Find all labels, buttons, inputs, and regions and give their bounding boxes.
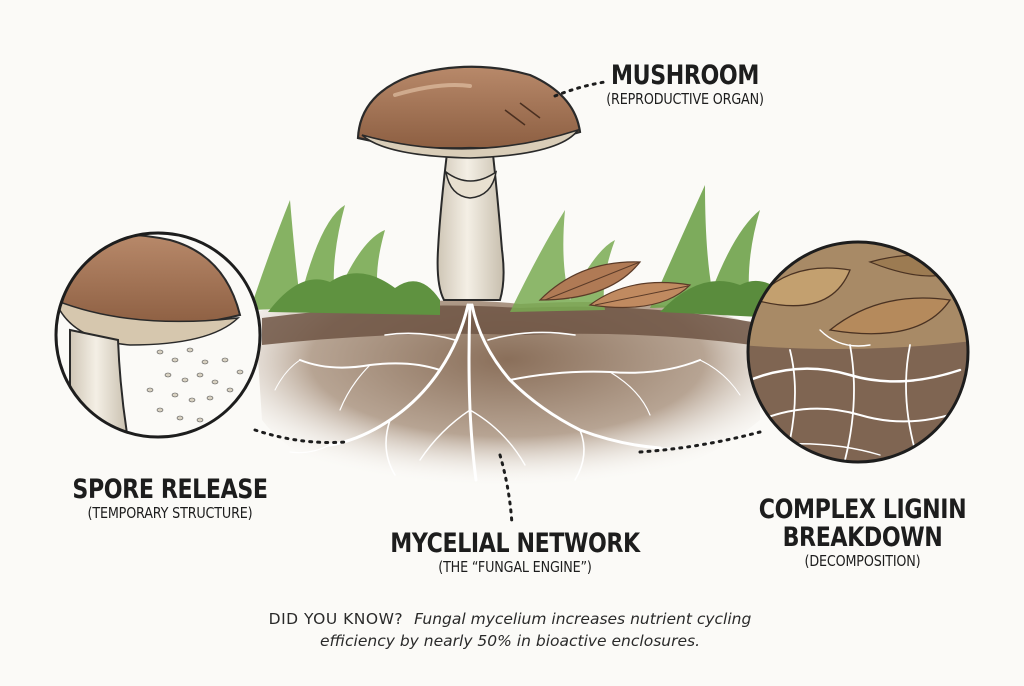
label-mycelium-title: MYCELIAL NETWORK [390,528,640,559]
label-lignin-breakdown: COMPLEX LIGNIN BREAKDOWN (DECOMPOSITION) [735,494,990,571]
label-lignin-title-line1: COMPLEX LIGNIN [758,494,967,525]
label-mycelial-network: MYCELIAL NETWORK (THE “FUNGAL ENGINE”) [360,528,670,577]
spore-closeup-circle [54,231,262,439]
label-mycelium-sub: (THE “FUNGAL ENGINE”) [438,558,592,576]
mushroom-illustration [356,65,582,301]
fun-fact-line1: Fungal mycelium increases nutrient cycli… [414,610,752,628]
leader-mushroom [553,80,607,98]
soil-cross-section [255,300,760,498]
label-spore-title: SPORE RELEASE [72,474,268,505]
leader-spore [253,428,347,444]
fun-fact-lead: DID YOU KNOW? [268,610,404,628]
label-spore-release: SPORE RELEASE (TEMPORARY STRUCTURE) [45,474,295,523]
fun-fact: DID YOU KNOW? Fungal mycelium increases … [200,608,820,652]
label-lignin-sub: (DECOMPOSITION) [804,552,921,570]
leader-mycelium [498,453,514,527]
lignin-closeup-circle [746,240,970,464]
label-spore-sub: (TEMPORARY STRUCTURE) [87,504,253,522]
ground-vegetation [250,185,790,318]
label-mushroom-sub: (REPRODUCTIVE ORGAN) [606,90,764,108]
label-mushroom: MUSHROOM (REPRODUCTIVE ORGAN) [570,60,800,109]
label-mushroom-title: MUSHROOM [611,60,759,91]
label-lignin-title-line2: BREAKDOWN [782,522,943,553]
leader-lines [253,80,762,527]
fun-fact-line2: efficiency by nearly 50% in bioactive en… [320,632,700,650]
